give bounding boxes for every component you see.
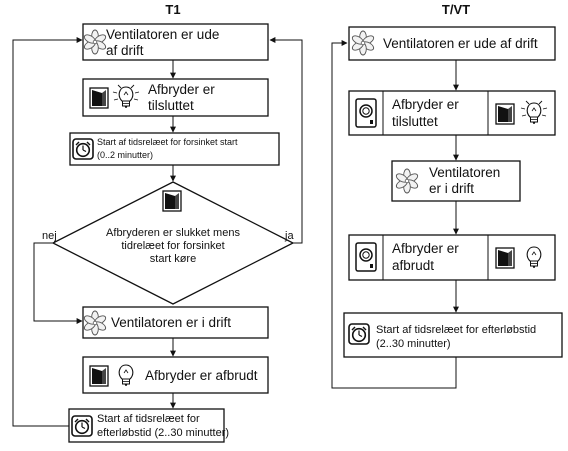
t1-box4-line1: Ventilatoren er i drift xyxy=(111,315,231,330)
tvt-box-fan-off xyxy=(348,26,556,61)
timer-icon xyxy=(348,323,370,345)
t1-box-delay-timer xyxy=(69,132,280,166)
t1-box6-line1: Start af tidsrelæet for xyxy=(97,413,200,425)
tvt-box3-line2: er i drift xyxy=(429,181,474,196)
t1-box-afterrun-timer xyxy=(68,408,225,443)
t1-box5-line1: Afbryder er afbrudt xyxy=(145,368,258,383)
t1-title: T1 xyxy=(165,2,180,17)
switch-icon xyxy=(495,247,515,269)
tvt-box2-line2: tilsluttet xyxy=(392,114,438,129)
tvt-box4-line1: Afbryder er xyxy=(392,241,459,256)
switch-icon xyxy=(89,365,109,387)
timer-icon xyxy=(71,415,93,437)
t1-box-switch-off xyxy=(82,356,269,394)
controller-icon xyxy=(355,98,377,128)
controller-icon xyxy=(355,242,377,272)
tvt-box-afterrun-timer xyxy=(343,312,563,358)
t1-box-switch-on xyxy=(82,78,269,117)
switch-icon xyxy=(495,103,515,125)
t1-box-fan-on xyxy=(82,306,269,339)
t1-box-fan-off xyxy=(82,23,269,61)
switch-icon xyxy=(89,87,109,109)
t1-box3-line2: (0..2 minutter) xyxy=(97,150,153,160)
t1-box1-line2: af drift xyxy=(106,43,144,58)
t1-box2-line1: Afbryder er xyxy=(148,82,215,97)
label-yes: ja xyxy=(284,230,294,242)
t1-box1-line1: Ventilatoren er ude xyxy=(106,27,219,42)
tvt-box2-line1: Afbryder er xyxy=(392,97,459,112)
timer-icon xyxy=(72,138,94,160)
t1-box3-line1: Start af tidsrelæet for forsinket start xyxy=(97,137,238,147)
t1-diamond-line2: tidrelæet for forsinket xyxy=(121,240,224,252)
t1-box6-line2: efterløbstid (2..30 minutter) xyxy=(97,427,229,439)
tvt-box4-line2: afbrudt xyxy=(392,258,434,273)
t1-diamond-line3: start køre xyxy=(150,253,196,265)
tvt-box1-line1: Ventilatoren er ude af drift xyxy=(383,36,538,51)
tvt-box5-line1: Start af tidsrelæet for efterløbstid xyxy=(376,324,536,336)
t1-decision-diamond xyxy=(51,181,295,305)
tvt-box5-line2: (2..30 minutter) xyxy=(376,338,451,350)
tvt-box3-line1: Ventilatoren xyxy=(429,165,500,180)
t1-box2-line2: tilsluttet xyxy=(148,98,194,113)
tvt-title: T/VT xyxy=(442,2,470,17)
label-no: nej xyxy=(42,230,57,242)
t1-diamond-line1: Afbryderen er slukket mens xyxy=(106,227,240,239)
switch-icon xyxy=(162,190,182,212)
